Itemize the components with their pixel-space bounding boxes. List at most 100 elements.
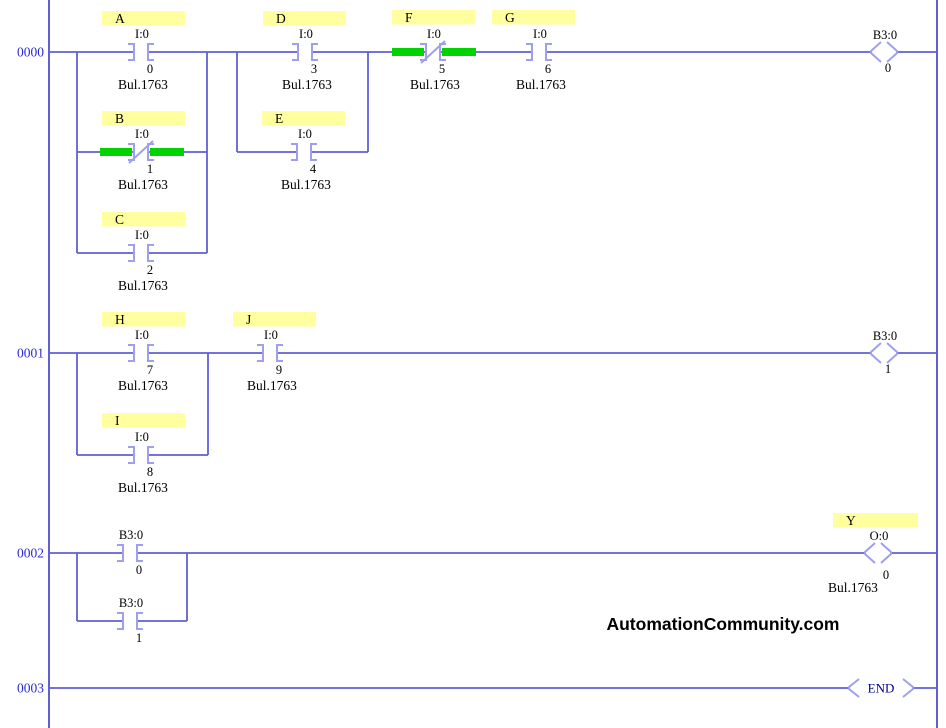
energized-highlight [392,48,424,56]
energized-highlight [442,48,476,56]
address-text: B3:0 [873,28,897,42]
rung-number-0002[interactable]: 0002 [17,546,44,561]
card-text: Bul.1763 [828,580,878,595]
output-coil-B3-0-0[interactable]: B3:0 0 [870,28,898,75]
description-highlight [102,413,185,428]
xic-symbol [526,43,552,61]
xic-symbol [128,446,154,464]
card-text: Bul.1763 [282,77,332,92]
description-highlight [833,513,918,528]
description-highlight [262,111,345,126]
address-text: I:0 [135,328,149,342]
address-text: I:0 [264,328,278,342]
card-text: Bul.1763 [118,378,168,393]
coil-symbol [870,342,898,364]
description-highlight [102,11,185,26]
watermark-text: AutomationCommunity.com [606,614,840,634]
card-text: Bul.1763 [118,278,168,293]
card-text: Bul.1763 [247,378,297,393]
description-text: B [115,111,124,126]
energized-highlight [150,148,184,156]
bit-number-text: 1 [147,162,153,176]
nc-slash [128,140,154,164]
address-text: I:0 [135,127,149,141]
bit-number-text: 5 [439,62,445,76]
address-text: B3:0 [119,596,143,610]
description-text: D [276,11,286,26]
bit-number-text: 8 [147,465,153,479]
xic-symbol [128,344,154,362]
rung-number-0003[interactable]: 0003 [17,681,44,696]
xic-symbol [257,344,283,362]
card-text: Bul.1763 [410,77,460,92]
rung-number-0001[interactable]: 0001 [17,346,44,361]
description-highlight [392,10,475,25]
description-highlight [102,212,185,227]
xic-symbol [117,612,143,630]
coil-symbol [870,41,898,63]
xic-symbol [128,43,154,61]
bit-number-text: 1 [885,362,891,376]
end-text: END [868,681,895,696]
address-text: I:0 [533,27,547,41]
bit-number-text: 6 [545,62,551,76]
description-highlight [263,11,346,26]
xic-symbol [292,43,318,61]
card-text: Bul.1763 [118,77,168,92]
card-text: Bul.1763 [516,77,566,92]
address-text: I:0 [299,27,313,41]
description-highlight [492,10,575,25]
bit-number-text: 3 [311,62,317,76]
description-text: E [275,111,283,126]
rung-number-0000[interactable]: 0000 [17,45,44,60]
card-text: Bul.1763 [118,480,168,495]
address-text: I:0 [135,430,149,444]
nc-slash [420,40,446,64]
description-text: Y [846,513,856,528]
contact-B3-0-1[interactable]: B3:0 1 [117,596,143,645]
description-highlight [233,312,316,327]
end-coil[interactable]: END [848,678,914,698]
description-text: I [115,413,120,428]
bit-number-text: 1 [136,631,142,645]
description-text: J [246,312,251,327]
address-text: I:0 [298,127,312,141]
description-highlight [102,111,185,126]
address-text: I:0 [135,27,149,41]
description-text: A [115,11,125,26]
description-text: H [115,312,125,327]
description-highlight [102,312,185,327]
address-text: O:0 [870,529,889,543]
bit-number-text: 9 [276,363,282,377]
bit-number-text: 2 [147,263,153,277]
xic-symbol [128,244,154,262]
card-text: Bul.1763 [281,177,331,192]
description-text: F [405,10,413,25]
xic-symbol [291,143,317,161]
coil-symbol [864,542,892,564]
address-text: B3:0 [119,528,143,542]
bit-number-text: 0 [885,61,891,75]
bit-number-text: 4 [310,162,317,176]
address-text: I:0 [427,27,441,41]
address-text: I:0 [135,228,149,242]
bit-number-text: 0 [147,62,153,76]
output-coil-B3-0-1[interactable]: B3:0 1 [870,329,898,376]
address-text: B3:0 [873,329,897,343]
card-text: Bul.1763 [118,177,168,192]
bit-number-text: 0 [136,563,142,577]
description-text: G [505,10,515,25]
description-text: C [115,212,124,227]
contact-B3-0-0[interactable]: B3:0 0 [117,528,143,577]
